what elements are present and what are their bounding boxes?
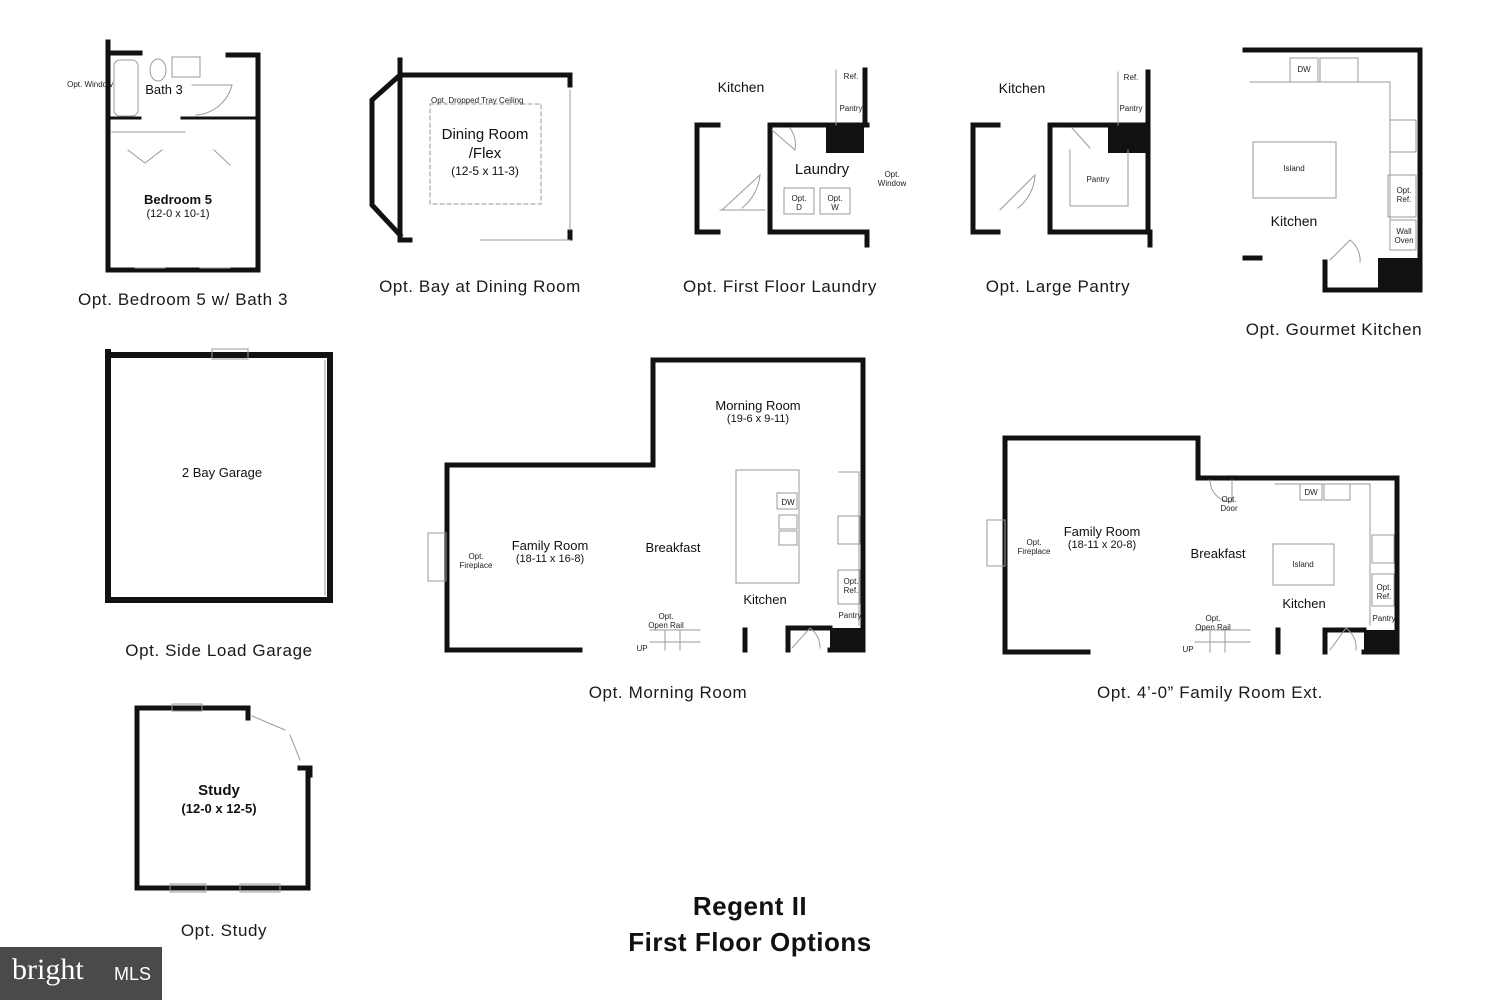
plan-dining-walls [369,57,573,243]
plan-pantry-walls [970,69,1153,248]
ext-family-dims: (18-11 x 20-8) [1067,539,1137,551]
plan-bedroom5-fixtures [111,56,233,269]
bedroom5-dims: (12-0 x 10-1) [146,208,210,220]
morning-pantry-label: Pantry [838,611,862,620]
morning-breakfast-label: Breakfast [645,540,701,555]
laundry-kitchen-label: Kitchen [717,79,765,95]
page-subtitle: First Floor Options [628,927,872,957]
ext-fireplace-label: Opt. Fireplace [1017,538,1051,556]
caption-study: Opt. Study [180,921,268,940]
ext-breakfast-label: Breakfast [1190,546,1246,561]
gourmet-island-label: Island [1283,164,1305,173]
pantry-small-label: Pantry [1119,104,1143,113]
bath3-label: Bath 3 [145,82,183,97]
morning-dw-label: DW [781,498,795,507]
caption-family-ext: Opt. 4’-0” Family Room Ext. [1097,683,1323,702]
logo-suffix: MLS [114,964,152,984]
laundry-pantry-label: Pantry [839,104,863,113]
ext-rail-label: Opt. Open Rail [1195,614,1231,632]
tray-ceiling-label: Opt. Dropped Tray Ceiling [431,96,524,105]
dining-dims: (12-5 x 11-3) [451,164,519,178]
caption-bay-dining: Opt. Bay at Dining Room [379,277,581,296]
logo-brand: bright [12,953,84,986]
morning-room-label: Morning Room [715,398,801,413]
laundry-ref-label: Ref. [843,72,859,81]
bedroom5-label: Bedroom 5 [144,192,212,207]
study-label: Study [198,782,240,799]
ext-pantry-label: Pantry [1372,614,1396,623]
pantry-kitchen-label: Kitchen [998,80,1046,96]
dining-label-line2: /Flex [468,145,502,162]
opt-window-label: Opt. Window [67,80,113,89]
caption-morning: Opt. Morning Room [588,683,748,702]
plan-garage-walls [105,349,333,603]
dining-label-line1: Dining Room [441,126,529,143]
bright-mls-logo: bright MLS [0,947,162,1000]
caption-gourmet: Opt. Gourmet Kitchen [1245,320,1423,339]
ext-family-label: Family Room [1063,524,1141,539]
dryer-label: Opt. D [791,194,807,212]
study-dims: (12-0 x 12-5) [181,801,257,816]
ext-kitchen-label: Kitchen [1282,596,1326,611]
morning-room-dims: (19-6 x 9-11) [726,413,790,425]
morning-up-label: UP [636,644,648,653]
washer-label: Opt. W [827,194,843,212]
caption-garage: Opt. Side Load Garage [125,641,313,660]
plan-bedroom5-walls [105,39,261,273]
laundry-window-label: Opt. Window [877,170,907,188]
plan-study-walls [134,705,313,891]
ext-ref-label: Opt. Ref. [1376,583,1392,601]
plan-gourmet-walls [1242,47,1423,293]
large-pantry-label: Pantry [1086,175,1110,184]
morning-rail-label: Opt. Open Rail [648,612,684,630]
page-title: Regent II [692,891,808,921]
plan-family-ext-walls [1002,435,1400,655]
ext-door-label: Opt. Door [1220,495,1238,513]
morning-family-label: Family Room [511,538,589,553]
plan-morning-walls [444,357,866,653]
pantry-ref-label: Ref. [1123,73,1139,82]
ext-island-label: Island [1292,560,1314,569]
morning-family-dims: (18-11 x 16-8) [515,553,585,565]
morning-ref-label: Opt. Ref. [843,577,859,595]
gourmet-kitchen-label: Kitchen [1270,213,1318,229]
garage-label: 2 Bay Garage [181,465,263,480]
morning-kitchen-label: Kitchen [743,592,787,607]
caption-bedroom5: Opt. Bedroom 5 w/ Bath 3 [78,290,288,309]
caption-pantry: Opt. Large Pantry [985,277,1131,296]
laundry-label: Laundry [794,161,850,178]
gourmet-ref-label: Opt. Ref. [1396,186,1412,204]
gourmet-dw-label: DW [1297,65,1311,74]
morning-fireplace-label: Opt. Fireplace [459,552,493,570]
ext-up-label: UP [1182,645,1194,654]
ext-dw-label: DW [1304,488,1318,497]
wall-oven-label: Wall Oven [1394,227,1414,245]
plan-laundry-walls [694,67,870,248]
caption-laundry: Opt. First Floor Laundry [683,277,877,296]
